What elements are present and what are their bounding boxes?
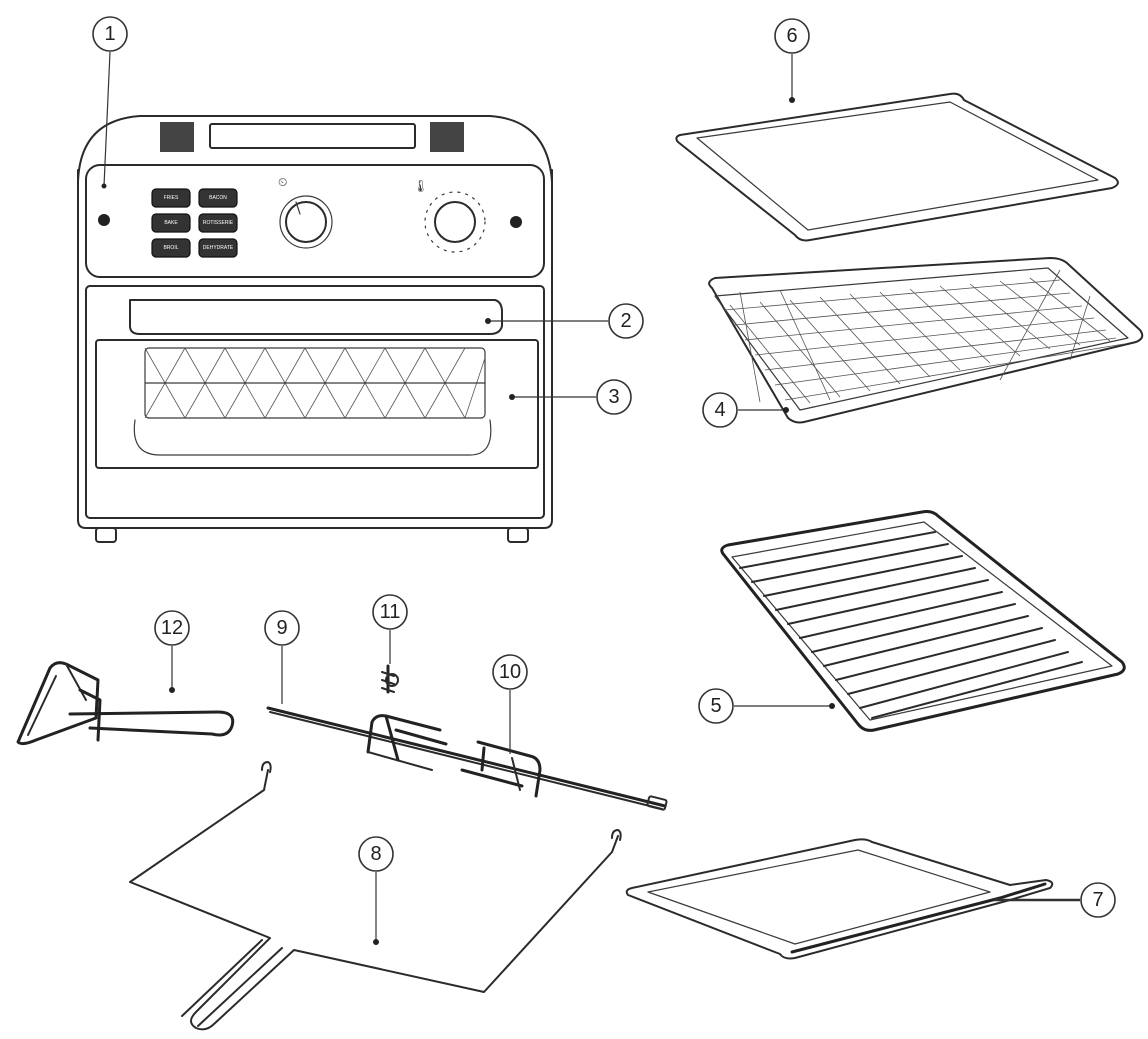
preset-button-fries[interactable] bbox=[151, 188, 191, 208]
callout-7-label: 7 bbox=[1092, 889, 1103, 911]
svg-text:⏲: ⏲ bbox=[278, 175, 287, 189]
callout-10: 10 bbox=[492, 654, 528, 754]
callout-2: 2 bbox=[485, 303, 644, 339]
preset-button-rotisserie-label: ROTISSERIE bbox=[203, 220, 234, 226]
callout-3: 3 bbox=[509, 379, 632, 415]
callout-4: 4 bbox=[702, 392, 789, 428]
rotisserie-fork-left bbox=[366, 714, 448, 771]
callout-7: 7 bbox=[994, 882, 1116, 918]
preset-button-bacon[interactable] bbox=[198, 188, 238, 208]
preset-button-dehydrate[interactable] bbox=[198, 238, 238, 258]
callout-11-label: 11 bbox=[380, 601, 401, 623]
preset-button-bake-label: BAKE bbox=[164, 220, 178, 226]
callout-11: 11 bbox=[372, 594, 408, 664]
callout-12-label: 12 bbox=[161, 617, 183, 639]
callout-8-label: 8 bbox=[370, 843, 381, 865]
drip-tray bbox=[625, 838, 1054, 960]
rotisserie-spit bbox=[266, 706, 668, 811]
callout-5: 5 bbox=[698, 688, 835, 724]
callout-6: 6 bbox=[774, 18, 810, 103]
heat-indicator-light bbox=[510, 216, 522, 228]
wire-rack-bars bbox=[739, 531, 1083, 719]
rotisserie-fork-right bbox=[460, 740, 542, 798]
preset-button-rotisserie[interactable] bbox=[198, 213, 238, 233]
callout-1: 1 bbox=[92, 16, 128, 189]
callout-10-label: 10 bbox=[499, 661, 521, 683]
callout-9-label: 9 bbox=[276, 617, 287, 639]
basket-mesh bbox=[724, 269, 1125, 404]
preset-button-broil-label: BROIL bbox=[163, 245, 178, 251]
oven-illustration: FRIES BACON BAKE ROTISSERIE BROIL DEHYDR… bbox=[77, 115, 553, 543]
preset-button-bacon-label: BACON bbox=[209, 195, 227, 201]
callout-12: 12 bbox=[154, 610, 190, 693]
top-vent-left bbox=[160, 122, 194, 152]
rotisserie-lifter bbox=[16, 661, 235, 746]
callout-8: 8 bbox=[358, 836, 394, 945]
callout-9: 9 bbox=[264, 610, 300, 704]
preset-button-broil[interactable] bbox=[151, 238, 191, 258]
callout-5-label: 5 bbox=[710, 695, 721, 717]
air-fry-basket bbox=[708, 257, 1144, 424]
preset-buttons: FRIES BACON BAKE ROTISSERIE BROIL DEHYDR… bbox=[151, 188, 238, 258]
rotisserie-handle bbox=[129, 761, 622, 1031]
timer-knob[interactable]: ⏲ bbox=[278, 175, 333, 249]
callout-2-label: 2 bbox=[620, 310, 631, 332]
callout-4-label: 4 bbox=[714, 399, 725, 421]
door-handle bbox=[129, 299, 503, 335]
callouts: 1 2 3 4 5 bbox=[92, 16, 1116, 945]
top-vent-right bbox=[430, 122, 464, 152]
fork-screw bbox=[381, 664, 399, 694]
baking-tray bbox=[675, 92, 1119, 242]
preset-button-bake[interactable] bbox=[151, 213, 191, 233]
temperature-knob[interactable]: 🌡 bbox=[413, 179, 486, 253]
callout-6-label: 6 bbox=[786, 25, 797, 47]
svg-text:🌡: 🌡 bbox=[413, 179, 428, 193]
power-indicator-light bbox=[98, 214, 110, 226]
callout-1-label: 1 bbox=[104, 23, 115, 45]
callout-3-label: 3 bbox=[608, 386, 619, 408]
preset-button-dehydrate-label: DEHYDRATE bbox=[203, 245, 234, 251]
air-fry-basket-inside bbox=[133, 347, 492, 456]
wire-rack bbox=[720, 510, 1126, 732]
preset-button-fries-label: FRIES bbox=[164, 195, 179, 201]
